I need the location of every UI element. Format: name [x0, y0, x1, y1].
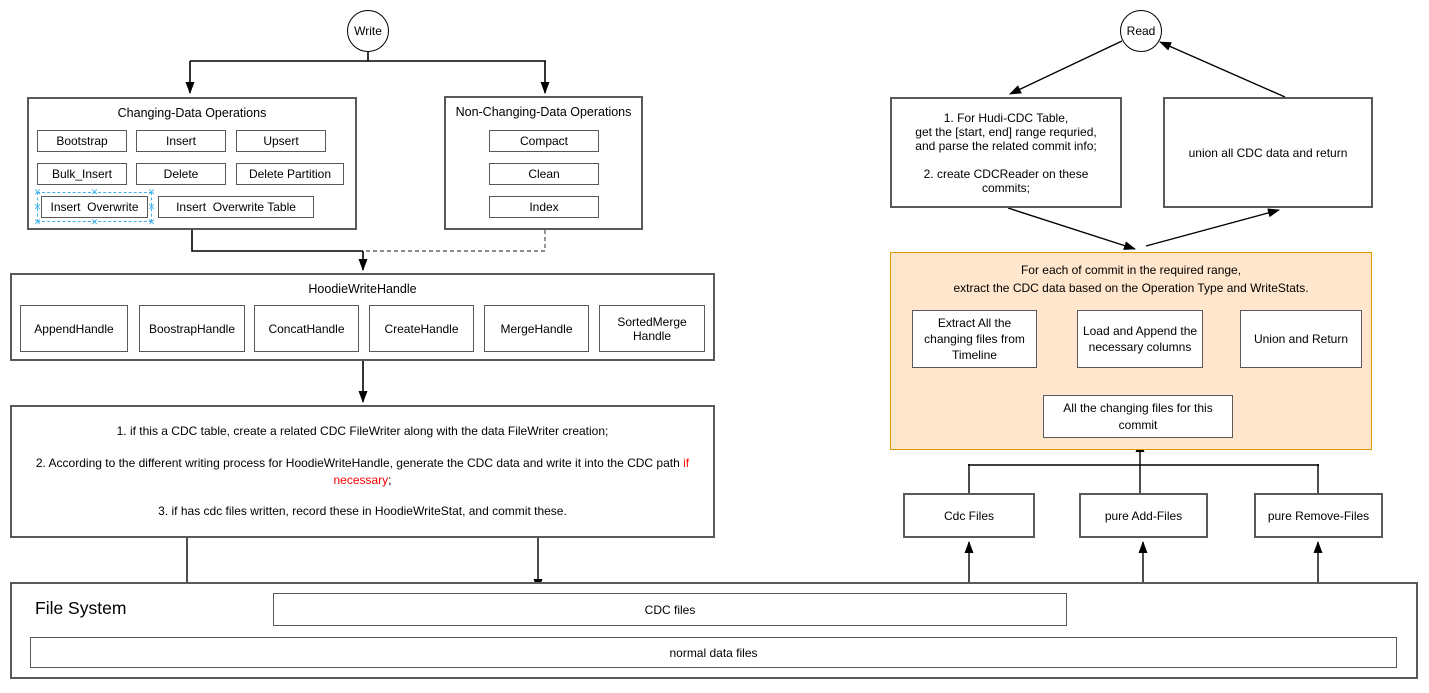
handle-merge-label: MergeHandle: [500, 321, 573, 336]
per-commit-extract-title: For each of commit in the required range…: [953, 263, 1309, 295]
normal-data-files-box[interactable]: normal data files: [30, 637, 1397, 668]
write-process-line1: 1. if this a CDC table, create a related…: [116, 423, 609, 438]
handle-boostrap-label: BoostrapHandle: [148, 321, 236, 336]
union-all-cdc-box[interactable]: union all CDC data and return: [1163, 97, 1373, 208]
op-insert-overwrite-label: Insert Overwrite: [50, 200, 139, 214]
handle-create-label: CreateHandle: [384, 321, 459, 336]
write-label: Write: [354, 24, 382, 38]
pure-remove-files-label: pure Remove-Files: [1267, 508, 1370, 523]
handle-sorted-merge[interactable]: SortedMerge Handle: [599, 305, 705, 352]
cdc-files-box[interactable]: Cdc Files: [903, 493, 1035, 538]
op-delete-partition[interactable]: Delete Partition: [236, 163, 344, 185]
changing-data-operations-title: Changing-Data Operations: [117, 106, 267, 120]
read-step1-text: 1. For Hudi-CDC Table, get the [start, e…: [915, 110, 1097, 195]
selection-handle[interactable]: ✕: [147, 187, 156, 197]
op-insert-overwrite-table-label: Insert Overwrite Table: [176, 200, 296, 214]
op-insert-overwrite-table[interactable]: Insert Overwrite Table: [158, 196, 314, 218]
handle-concat[interactable]: ConcatHandle: [254, 305, 359, 352]
read-label: Read: [1126, 24, 1156, 38]
handle-sorted-merge-label: SortedMerge Handle: [617, 314, 687, 343]
write-process-box[interactable]: 1. if this a CDC table, create a related…: [10, 405, 715, 538]
cdc-files-store-label: CDC files: [644, 602, 696, 617]
handle-boostrap[interactable]: BoostrapHandle: [139, 305, 245, 352]
op-upsert[interactable]: Upsert: [236, 130, 326, 152]
op-bulk-insert-label: Bulk_Insert: [51, 167, 113, 181]
union-and-return-label: Union and Return: [1253, 332, 1349, 346]
all-changing-files-label: All the changing files for this commit: [1063, 401, 1213, 432]
op-delete-label: Delete: [163, 167, 199, 181]
pure-remove-files-box[interactable]: pure Remove-Files: [1254, 493, 1383, 538]
write-process-line3: 3. if has cdc files written, record thes…: [158, 504, 567, 519]
selection-handle[interactable]: ✕: [33, 187, 42, 197]
pure-add-files-box[interactable]: pure Add-Files: [1079, 493, 1208, 538]
op-insert-overwrite[interactable]: Insert Overwrite: [41, 196, 148, 218]
handle-concat-label: ConcatHandle: [268, 321, 345, 336]
load-append-columns-label: Load and Append the necessary columns: [1082, 323, 1198, 354]
extract-changing-files-box[interactable]: Extract All the changing files from Time…: [912, 310, 1037, 368]
handle-append[interactable]: AppendHandle: [20, 305, 128, 352]
op-clean-label: Clean: [528, 167, 560, 181]
read-node[interactable]: Read: [1120, 10, 1162, 52]
write-process-line2-text: 2. According to the different writing pr…: [35, 455, 684, 470]
all-changing-files-box[interactable]: All the changing files for this commit: [1043, 395, 1233, 438]
op-bootstrap-label: Bootstrap: [56, 134, 108, 148]
load-append-columns-box[interactable]: Load and Append the necessary columns: [1077, 310, 1203, 368]
normal-data-files-label: normal data files: [669, 645, 758, 660]
write-process-line2: 2. According to the different writing pr…: [22, 455, 703, 489]
op-compact-label: Compact: [519, 134, 569, 148]
selection-handle[interactable]: ✕: [90, 217, 99, 227]
op-upsert-label: Upsert: [263, 134, 299, 148]
selection-handle[interactable]: ✕: [147, 202, 156, 212]
cdc-files-store-box[interactable]: CDC files: [273, 593, 1067, 626]
union-and-return-box[interactable]: Union and Return: [1240, 310, 1362, 368]
op-bulk-insert[interactable]: Bulk_Insert: [37, 163, 127, 185]
op-delete[interactable]: Delete: [136, 163, 226, 185]
handle-merge[interactable]: MergeHandle: [484, 305, 589, 352]
op-insert[interactable]: Insert: [136, 130, 226, 152]
handle-append-label: AppendHandle: [34, 321, 114, 336]
op-delete-partition-label: Delete Partition: [248, 167, 332, 181]
selection-handle[interactable]: ✕: [147, 217, 156, 227]
hoodie-write-handle-title: HoodieWriteHandle: [308, 282, 417, 296]
write-process-line2-end: ;: [388, 472, 392, 487]
op-clean[interactable]: Clean: [489, 163, 599, 185]
op-compact[interactable]: Compact: [489, 130, 599, 152]
cdc-files-label: Cdc Files: [943, 508, 994, 523]
op-bootstrap[interactable]: Bootstrap: [37, 130, 127, 152]
file-system-title: File System: [35, 598, 127, 618]
selection-handle[interactable]: ✕: [33, 217, 42, 227]
read-step1-box[interactable]: 1. For Hudi-CDC Table, get the [start, e…: [890, 97, 1122, 208]
union-all-cdc-text: union all CDC data and return: [1188, 145, 1348, 160]
write-node[interactable]: Write: [347, 10, 389, 52]
selection-handle[interactable]: ✕: [33, 202, 42, 212]
op-insert-label: Insert: [165, 134, 196, 148]
op-index-label: Index: [529, 200, 559, 214]
handle-create[interactable]: CreateHandle: [369, 305, 474, 352]
selection-handle[interactable]: ✕: [90, 187, 99, 197]
extract-changing-files-label: Extract All the changing files from Time…: [924, 315, 1025, 363]
non-changing-data-operations-title: Non-Changing-Data Operations: [455, 105, 632, 119]
write-process-if-necessary: if necessary: [333, 455, 690, 487]
op-index[interactable]: Index: [489, 196, 599, 218]
pure-add-files-label: pure Add-Files: [1104, 508, 1183, 523]
